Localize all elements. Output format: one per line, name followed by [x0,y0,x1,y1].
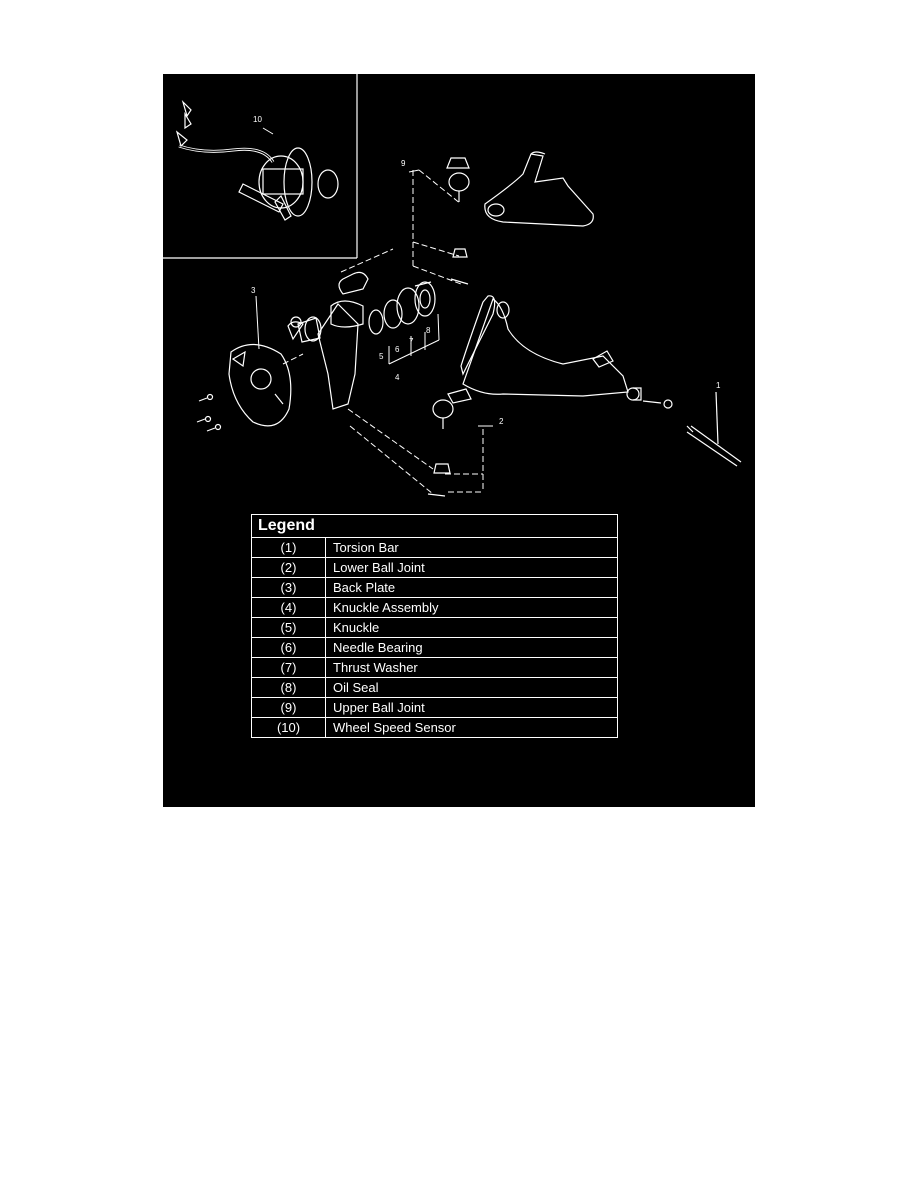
legend-number: (4) [251,597,326,618]
legend-description: Needle Bearing [325,637,618,658]
legend-description: Back Plate [325,577,618,598]
legend-table: Legend (1) Torsion Bar (2) Lower Ball Jo… [251,514,618,738]
legend-description: Oil Seal [325,677,618,698]
exploded-view-drawing: 1 2 3 4 5 6 7 8 9 10 [163,74,742,497]
lower-ball-joint [427,388,472,497]
legend-number: (10) [251,717,326,738]
assembly-guide-lines [282,169,484,495]
upper-ball-joint [446,157,470,285]
callout-5: 5 [379,352,384,361]
legend-description: Lower Ball Joint [325,557,618,578]
legend-number: (2) [251,557,326,578]
callout-8: 8 [426,326,431,335]
legend-row: (2) Lower Ball Joint [251,557,618,578]
legend-row: (10) Wheel Speed Sensor [251,717,618,738]
legend-number: (6) [251,637,326,658]
legend-row: (6) Needle Bearing [251,637,618,658]
callout-2: 2 [499,417,504,426]
callout-9: 9 [401,159,406,168]
legend-row: (3) Back Plate [251,577,618,598]
callout-10: 10 [253,115,262,124]
legend-row: (8) Oil Seal [251,677,618,698]
legend-row: (5) Knuckle [251,617,618,638]
legend-description: Knuckle Assembly [325,597,618,618]
legend-row: (9) Upper Ball Joint [251,697,618,718]
knuckle [287,271,369,410]
callout-7: 7 [409,337,414,346]
legend-number: (8) [251,677,326,698]
callout-3: 3 [251,286,256,295]
legend-row: (7) Thrust Washer [251,657,618,678]
upper-control-arm [484,151,594,227]
legend-description: Wheel Speed Sensor [325,717,618,738]
legend-number: (9) [251,697,326,718]
back-plate-bolts [196,393,222,432]
legend-description: Thrust Washer [325,657,618,678]
callout-1: 1 [716,381,721,390]
legend-number: (7) [251,657,326,678]
legend-description: Upper Ball Joint [325,697,618,718]
legend-number: (3) [251,577,326,598]
callout-leaders [255,127,493,427]
legend-description: Knuckle [325,617,618,638]
legend-row: (1) Torsion Bar [251,537,618,558]
legend-row: (4) Knuckle Assembly [251,597,618,618]
legend-header-row: Legend [251,514,618,538]
legend-title: Legend [251,514,618,538]
inset-wheel-speed-sensor [163,74,358,259]
back-plate [228,343,292,427]
bearing-seal-stack [368,281,436,335]
torsion-bar [686,391,742,467]
callout-4: 4 [395,373,400,382]
callout-6: 6 [395,345,400,354]
lower-control-arm [460,295,673,409]
legend-number: (5) [251,617,326,638]
legend-description: Torsion Bar [325,537,618,558]
legend-number: (1) [251,537,326,558]
exploded-diagram-panel: 1 2 3 4 5 6 7 8 9 10 Legend (1) Torsion … [163,74,755,807]
